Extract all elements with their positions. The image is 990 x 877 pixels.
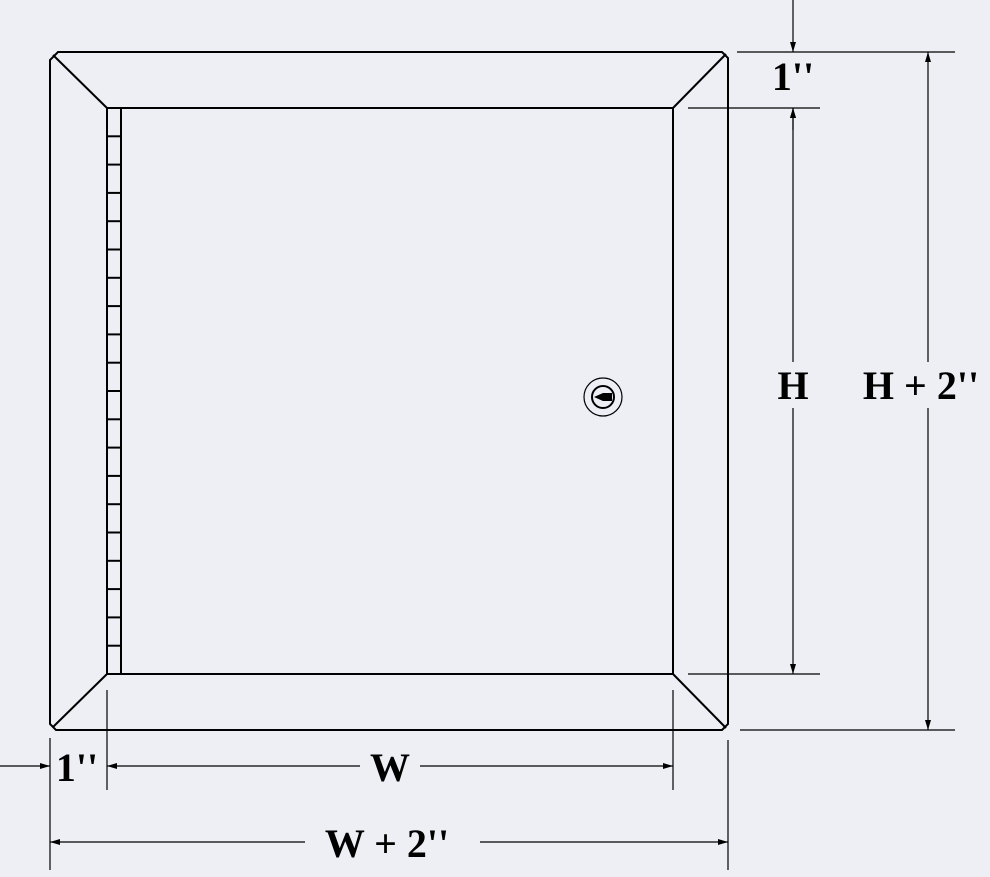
outer-frame	[49, 51, 729, 731]
overall-height-dimension: H + 2''	[855, 52, 990, 730]
frame-mitres	[52, 53, 727, 729]
height-dimension: H	[770, 108, 816, 674]
overall-width-dimension: W + 2''	[50, 820, 728, 866]
cam-lock-icon	[583, 377, 623, 417]
extension-lines	[49, 51, 955, 870]
door-panel	[106, 107, 674, 675]
overall-height-label: H + 2''	[863, 363, 979, 408]
width-dimension: 1'' W	[0, 745, 673, 790]
top-flange-dimension: 1''	[772, 0, 814, 130]
left-flange-label: 1''	[56, 745, 98, 790]
width-label: W	[370, 745, 410, 790]
top-flange-label: 1''	[772, 54, 814, 99]
height-label: H	[777, 363, 808, 408]
piano-hinge	[107, 108, 122, 674]
overall-width-label: W + 2''	[325, 821, 449, 866]
